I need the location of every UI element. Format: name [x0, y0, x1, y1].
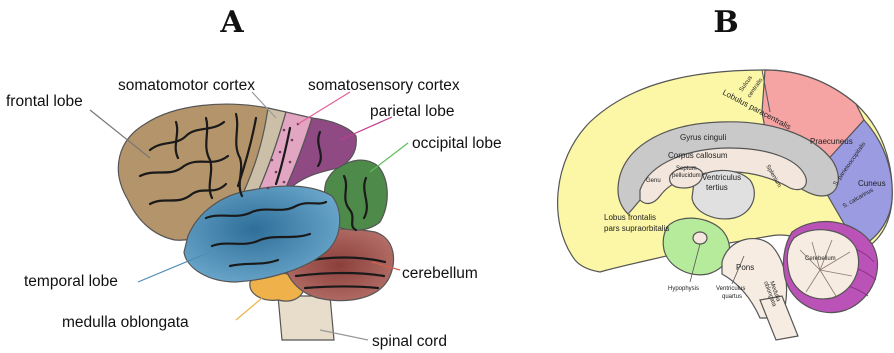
b-label-cuneus: Cuneus — [858, 179, 886, 188]
label-medulla-oblongata: medulla oblongata — [62, 314, 189, 331]
b-label-septum-2: pellucidum — [672, 173, 701, 179]
b-label-corpus-callosum: Corpus callosum — [668, 151, 728, 160]
label-cerebellum: cerebellum — [402, 265, 478, 282]
label-temporal-lobe: temporal lobe — [24, 273, 118, 290]
b-label-hypophysis: Hypophysis — [668, 286, 699, 292]
b-label-ventriculus-tertius-1: Ventriculus — [702, 173, 741, 182]
b-hypophysis-region — [693, 232, 707, 244]
b-label-lobus-frontalis-2: pars supraorbitalis — [604, 224, 669, 233]
b-label-praecuneus: Praecuneus — [810, 137, 853, 146]
b-label-ventriculus-quartus-2: quartus — [722, 294, 742, 300]
label-parietal-lobe: parietal lobe — [370, 103, 454, 120]
panel-a-label: A — [219, 5, 244, 40]
b-label-ventriculus-quartus-1: Ventriculus — [716, 286, 745, 292]
b-label-ventriculus-tertius-2: tertius — [706, 183, 728, 192]
label-spinal-cord: spinal cord — [372, 333, 447, 350]
panel-a-brain — [118, 104, 393, 340]
b-label-genu: Genu — [646, 178, 661, 184]
b-label-cerebellum: Cerebellum — [805, 256, 836, 262]
label-somatosensory-cortex: somatosensory cortex — [308, 77, 460, 94]
label-occipital-lobe: occipital lobe — [412, 135, 502, 152]
panel-b-label: B — [713, 5, 738, 40]
b-cerebellum-region — [787, 230, 858, 299]
label-somatomotor-cortex: somatomotor cortex — [118, 77, 255, 94]
b-label-lobus-frontalis-1: Lobus frontalis — [604, 213, 656, 222]
label-frontal-lobe: frontal lobe — [6, 93, 83, 110]
b-label-gyrus-cinguli: Gyrus cinguli — [680, 133, 726, 142]
spinal-cord-region — [278, 296, 334, 340]
b-label-septum-1: Septum — [676, 166, 697, 172]
